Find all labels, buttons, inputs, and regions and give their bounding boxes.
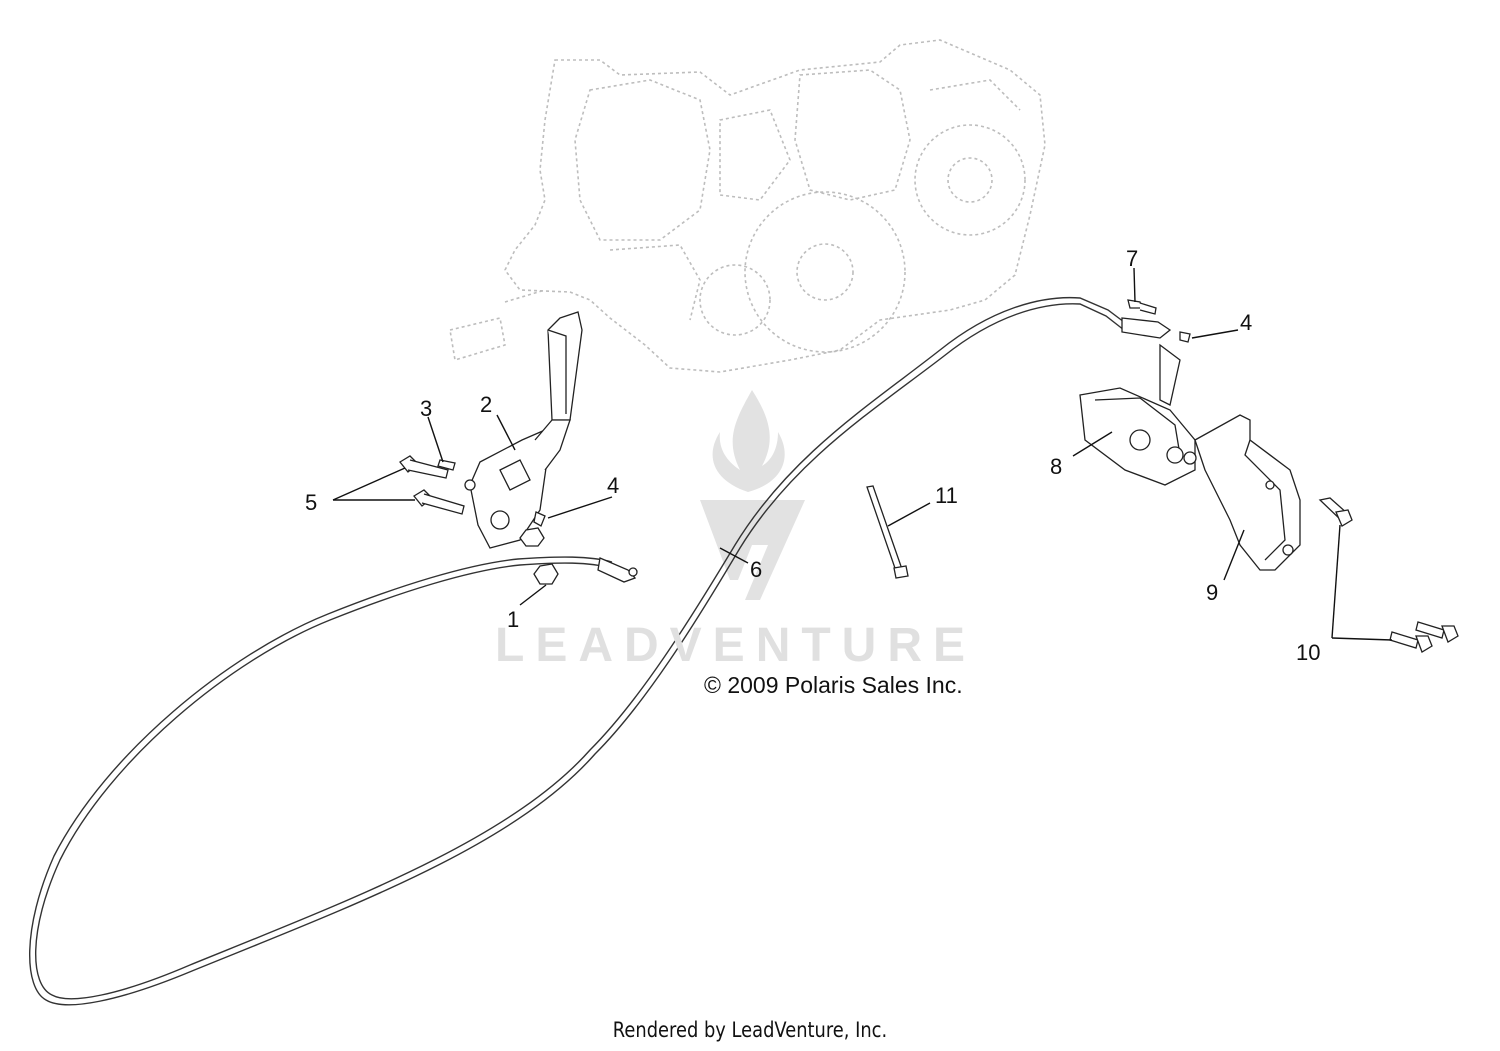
shift-cable-outer bbox=[28, 303, 1125, 1006]
callout-9: 9 bbox=[1206, 580, 1218, 605]
pin bbox=[437, 459, 456, 471]
callout-7: 7 bbox=[1126, 246, 1138, 271]
mount-bracket bbox=[1194, 414, 1301, 571]
bolt-10-mid bbox=[1389, 631, 1433, 653]
leader-lines bbox=[332, 267, 1393, 641]
callout-3: 3 bbox=[420, 396, 432, 421]
cable-eyelet-left bbox=[628, 567, 638, 577]
callout-6: 6 bbox=[750, 557, 762, 582]
shift-cable bbox=[34, 296, 1129, 1000]
bolt-lower bbox=[413, 489, 465, 515]
pin-7 bbox=[1127, 299, 1157, 315]
callout-1: 1 bbox=[507, 607, 519, 632]
bolt-upper bbox=[399, 455, 449, 479]
callout-11: 11 bbox=[935, 483, 958, 508]
callout-4-left: 4 bbox=[607, 473, 619, 498]
callout-5: 5 bbox=[305, 490, 317, 515]
footer-credit: Rendered by LeadVenture, Inc. bbox=[612, 1018, 888, 1042]
callout-4-right: 4 bbox=[1240, 310, 1252, 335]
watermark-text: LEADVENTURE bbox=[495, 619, 977, 672]
bolt-10-top bbox=[1318, 497, 1353, 527]
nut-1 bbox=[533, 563, 559, 585]
cable-end-left bbox=[597, 557, 637, 583]
copyright-notice: © 2009 Polaris Sales Inc. bbox=[704, 672, 963, 698]
clip-lower bbox=[533, 511, 546, 527]
bolt-10-right bbox=[1415, 621, 1459, 643]
callout-2: 2 bbox=[480, 392, 492, 417]
watermark-logo bbox=[700, 390, 805, 600]
engine-ghost-outline bbox=[449, 39, 1046, 373]
nut-lever bbox=[519, 527, 545, 547]
cable-end-right bbox=[1121, 317, 1172, 339]
pivot-rod bbox=[866, 485, 909, 579]
clip-right bbox=[1179, 331, 1191, 343]
shifter-assembly bbox=[1079, 343, 1197, 486]
callout-8: 8 bbox=[1050, 454, 1062, 479]
callout-10: 10 bbox=[1296, 640, 1320, 665]
shift-lever bbox=[464, 311, 583, 549]
